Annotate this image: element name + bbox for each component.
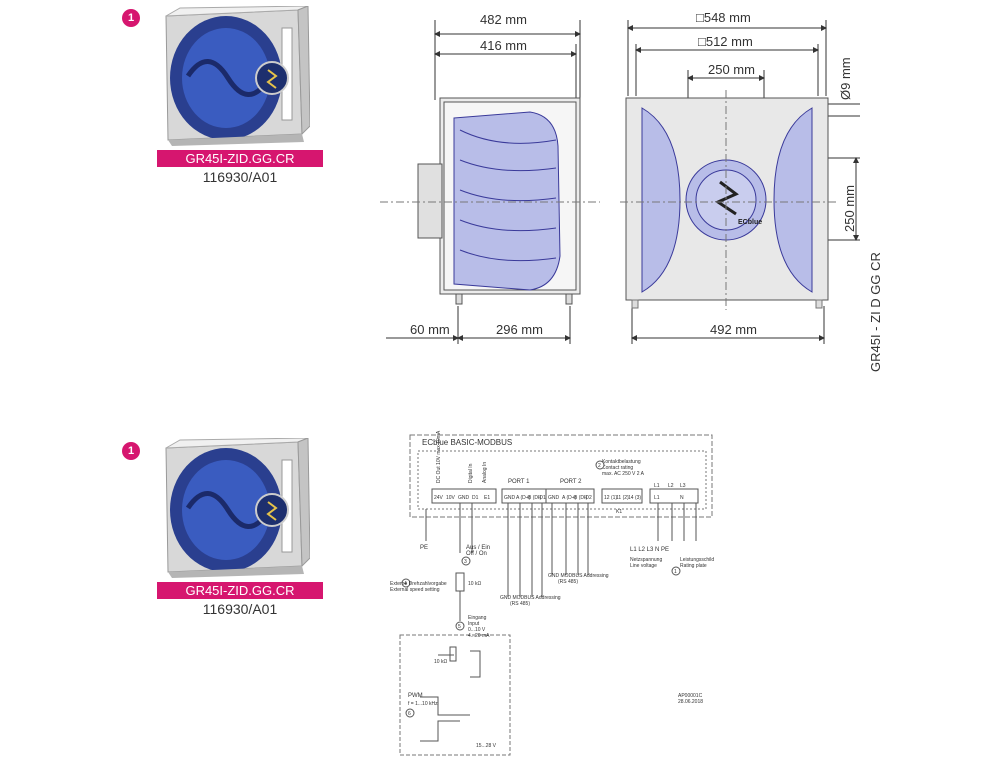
svg-text:A (D+): A (D+) [562,495,577,501]
svg-text:2: 2 [598,463,601,469]
svg-text:B (D-): B (D-) [528,495,542,501]
svg-text:max. AC 250 V 2 A: max. AC 250 V 2 A [602,471,645,477]
fan-product-image [165,438,310,578]
product-name-label: GR45I-ZID.GG.CR [157,150,323,167]
svg-text:GND: GND [458,495,470,501]
svg-text:Aus / Ein: Aus / Ein [466,545,490,551]
svg-text:10V: 10V [446,495,456,501]
dim-250-top: 250 mm [708,62,755,77]
wiring-title: ECblue BASIC-MODBUS [422,438,512,447]
svg-text:GND MODBUS Addressing: GND MODBUS Addressing [500,595,561,601]
svg-text:12 (1): 12 (1) [604,495,617,501]
svg-text:ID1: ID1 [538,495,546,501]
svg-text:4: 4 [404,581,407,587]
dim-250-right: 250 mm [842,185,857,232]
circle-markers [401,460,681,718]
side-view-dimensions: 482 mm 416 mm 60 mm 296 mm [386,12,581,344]
svg-text:f = 1...10 kHz: f = 1...10 kHz [408,701,438,707]
model-vertical-label: GR45I - ZI D GG CR [868,252,880,372]
svg-text:GND: GND [504,495,516,501]
dim-492: 492 mm [710,322,757,337]
svg-text:L1 L2 L3 N PE: L1 L2 L3 N PE [630,547,669,553]
motor-logo: ECblue [738,219,762,226]
front-view: ECblue [620,90,836,310]
svg-text:DC Out 10V max 10mA: DC Out 10V max 10mA [436,430,442,483]
svg-text:Analog In: Analog In [482,462,488,483]
port1-label: PORT 1 [508,479,530,485]
svg-text:PE: PE [420,545,428,551]
svg-text:Input: Input [468,621,480,627]
svg-text:Leistungsschild: Leistungsschild [680,557,714,563]
svg-text:A (D+): A (D+) [516,495,531,501]
svg-text:24V: 24V [434,495,444,501]
dimension-drawing: 482 mm 416 mm 60 mm 296 mm □548 mm □512 … [380,10,880,372]
svg-text:5: 5 [458,624,461,630]
svg-text:L3: L3 [680,483,686,489]
svg-text:Off / On: Off / On [466,551,487,557]
svg-text:0...10 V: 0...10 V [468,627,486,633]
dim-512: □512 mm [698,34,753,49]
dim-296: 296 mm [496,322,543,337]
svg-text:L1: L1 [654,495,660,501]
svg-text:Kontaktbelastung: Kontaktbelastung [602,459,641,465]
svg-text:15...28 V: 15...28 V [476,743,497,749]
svg-text:Rating plate: Rating plate [680,563,707,569]
dim-416: 416 mm [480,38,527,53]
svg-text:10 kΩ: 10 kΩ [434,659,447,665]
index-badge: 1 [122,442,140,460]
svg-text:D1: D1 [472,495,479,501]
svg-text:Eingang: Eingang [468,615,487,621]
svg-text:AP00001C: AP00001C [678,693,703,699]
svg-text:4...20 mA: 4...20 mA [468,633,490,639]
svg-text:L2: L2 [668,483,674,489]
svg-text:External speed setting: External speed setting [390,587,440,593]
svg-text:L1: L1 [654,483,660,489]
svg-text:(RS 485): (RS 485) [510,601,530,607]
svg-text:Externe Drehzahlvorgabe: Externe Drehzahlvorgabe [390,581,447,587]
dim-hole: Ø9 mm [838,57,853,100]
svg-text:GND MODBUS Addressing: GND MODBUS Addressing [548,573,609,579]
svg-text:Line voltage: Line voltage [630,563,657,569]
product-code: 116930/A01 [202,601,278,617]
svg-text:Digital In: Digital In [468,463,474,483]
svg-text:14 (3): 14 (3) [628,495,641,501]
svg-text:Netzspannung: Netzspannung [630,557,662,563]
svg-text:N: N [680,495,684,501]
dim-548: □548 mm [696,10,751,25]
svg-text:1: 1 [674,569,677,575]
svg-text:6: 6 [408,711,411,717]
svg-text:28.06.2018: 28.06.2018 [678,699,703,705]
svg-text:PWM: PWM [408,693,423,699]
svg-text:3: 3 [464,559,467,565]
svg-text:(RS 485): (RS 485) [558,579,578,585]
svg-text:E1: E1 [484,495,490,501]
fan-product-image [165,6,310,146]
svg-text:B (D-): B (D-) [574,495,588,501]
terminal-labels: 24V 10V GND D1 E1 GND A (D+) B (D-) ID1 … [434,483,686,501]
index-badge: 1 [122,9,140,27]
dim-482: 482 mm [480,12,527,27]
port2-label: PORT 2 [560,479,582,485]
circle-marker-labels: 2 3 4 5 6 1 [404,463,677,717]
svg-text:GND: GND [548,495,560,501]
side-view [380,97,600,305]
svg-text:10 kΩ: 10 kΩ [468,581,481,587]
svg-text:ID2: ID2 [584,495,592,501]
svg-text:Contact rating: Contact rating [602,465,633,471]
product-name-label: GR45I-ZID.GG.CR [157,582,323,599]
dim-60: 60 mm [410,322,450,337]
wiring-lines [420,503,697,742]
wiring-diagram: ECblue BASIC-MODBUS 24V 10V GND D1 E1 GN… [390,430,714,756]
product-code: 116930/A01 [202,169,278,185]
svg-text:11 (2): 11 (2) [616,495,629,501]
svg-text:K1: K1 [616,509,622,515]
